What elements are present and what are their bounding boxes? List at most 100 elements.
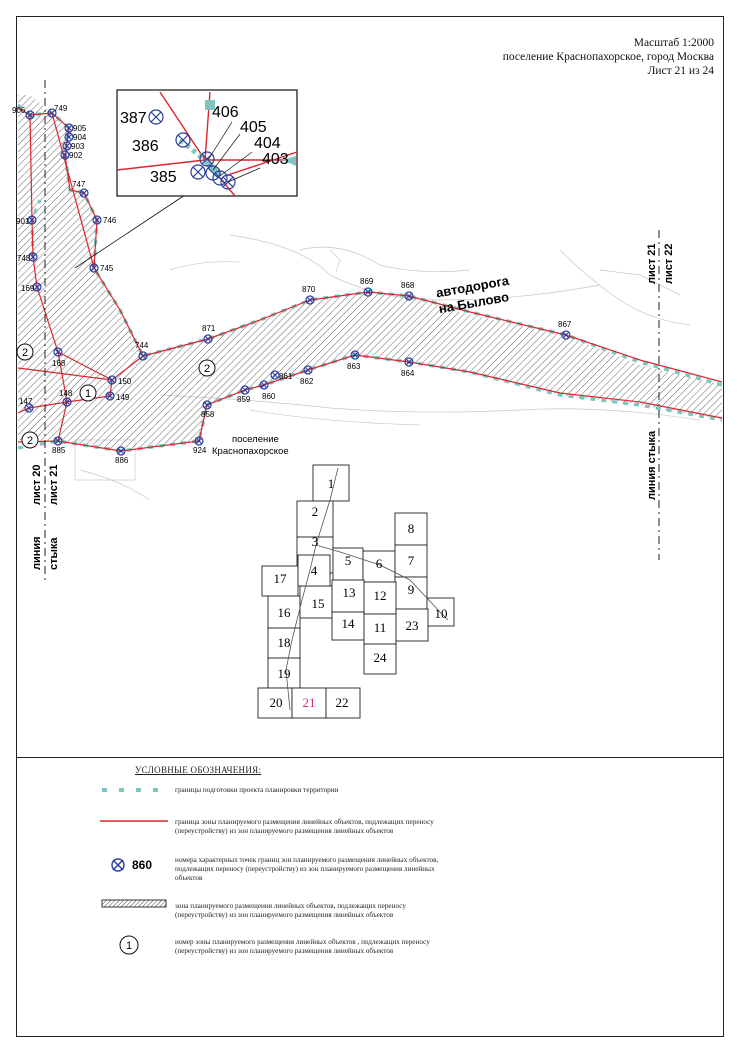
point-label: 868: [401, 281, 415, 290]
point-label: 169: [21, 284, 35, 293]
sheet-index-route: [285, 467, 449, 711]
boundary-point-864: 864: [401, 357, 415, 378]
place-label: поселение Краснопахорское, город Москва: [502, 51, 714, 63]
right-sheet-a: лист 21: [646, 243, 658, 284]
point-label: 903: [71, 142, 85, 151]
boundary-point-147: 147: [19, 397, 34, 413]
boundary-point-747: 747: [72, 180, 89, 198]
sheet-index-cell-6: 6: [376, 556, 383, 571]
point-label: 869: [360, 277, 374, 286]
inset-label-387: 387: [120, 110, 147, 127]
boundary-point-886: 886: [115, 446, 129, 465]
sheet-index-cell-20: 20: [270, 695, 283, 710]
sheet-index-cell-12: 12: [374, 588, 387, 603]
point-label: 901: [16, 217, 30, 226]
sheet-index: [257, 464, 455, 719]
point-label: 749: [54, 104, 68, 113]
legend-separator: [17, 757, 723, 758]
point-label: 885: [52, 446, 66, 455]
boundary-point-150: 150: [107, 375, 132, 386]
point-label: 747: [72, 180, 86, 189]
point-label: 864: [401, 369, 415, 378]
boundary-point-168: 168: [52, 347, 66, 368]
right-sheet-labels: лист 21 лист 22 линия стыка: [646, 243, 675, 500]
boundary-point-906: 906: [12, 106, 35, 120]
point-label: 149: [116, 393, 130, 402]
inset-label-403: 403: [262, 151, 289, 168]
sheet-label: Лист 21 из 24: [647, 65, 714, 77]
sheet-index-cell-13: 13: [343, 585, 356, 600]
boundary-point-863: 863: [347, 350, 361, 371]
point-label: 858: [201, 410, 215, 419]
legend-item-2: граница зоны планируемого размещения лин…: [175, 818, 434, 835]
sheet-index-cell-21: 21: [303, 695, 316, 710]
left-sheet-a: лист 20: [31, 464, 43, 505]
sheet-index-cell-10: 10: [435, 606, 448, 621]
left-join-1: линия: [31, 536, 43, 570]
boundary-point-867: 867: [558, 320, 572, 340]
sheet-index-cell-8: 8: [408, 521, 415, 536]
sheet-index-cell-15: 15: [312, 596, 325, 611]
left-sheet-b: лист 21: [48, 464, 60, 505]
inset-label-385: 385: [150, 169, 177, 186]
sheet-index-cell-16: 16: [278, 605, 292, 620]
boundary-point-902: 902: [60, 150, 83, 160]
point-label: 746: [103, 216, 117, 225]
road-label: автодорога на Былово: [435, 273, 511, 316]
boundary-point-904: 904: [64, 132, 87, 142]
legend-item-3: номера характерных точек границ зон план…: [175, 856, 439, 882]
boundary-point-903: 903: [62, 141, 85, 151]
sheet-index-cell-2: 2: [312, 504, 319, 519]
sheet-index-cell-22: 22: [336, 695, 349, 710]
sheet-frame: [16, 16, 724, 1037]
point-label: 744: [135, 341, 149, 350]
boundary-point-745: 745: [89, 263, 114, 273]
point-label: 924: [193, 446, 207, 455]
inset-label-404: 404: [254, 135, 281, 152]
title-block: Масштаб 1:2000 поселение Краснопахорское…: [503, 36, 714, 78]
sheet-join-lines: [44, 80, 660, 580]
right-join: линия стыка: [646, 430, 658, 500]
point-label: 862: [300, 377, 314, 386]
zone-number-label: 1: [85, 388, 91, 400]
boundary-point-149: 149: [105, 391, 130, 402]
legend-point-number: 860: [132, 858, 152, 872]
boundary-point-169: 169: [21, 282, 42, 293]
zone-number-labels: 2 1 2 2: [22, 347, 210, 447]
sheet-index-cell-9: 9: [408, 582, 415, 597]
boundary-point-858: 858: [201, 400, 215, 419]
legend-symbol-project-boundary: [102, 788, 168, 792]
zone-number-label: 2: [204, 363, 210, 375]
point-label: 871: [202, 324, 216, 333]
point-label: 147: [19, 397, 33, 406]
boundary-point-746: 746: [92, 215, 117, 225]
point-label: 168: [52, 359, 66, 368]
zone-number-label: 2: [27, 435, 33, 447]
zone-number-label: 2: [22, 347, 28, 359]
point-label: 870: [302, 285, 316, 294]
boundary-point-885: 885: [52, 436, 66, 455]
right-sheet-b: лист 22: [663, 243, 675, 284]
boundary-point-749: 749: [47, 104, 68, 118]
legend-symbol-zone-number: 1: [119, 935, 139, 955]
left-sheet-labels: лист 20 лист 21 линия стыка: [31, 464, 60, 570]
point-label: 748: [17, 254, 31, 263]
legend-item-4: зона планируемого размещения линейных об…: [175, 902, 406, 919]
point-label: 859: [237, 395, 251, 404]
boundary-point-861: 861: [270, 370, 293, 381]
point-label: 863: [347, 362, 361, 371]
inset-label-386: 386: [132, 138, 159, 155]
boundary-point-148: 148: [59, 389, 73, 407]
inset-label-406: 406: [212, 104, 239, 121]
inset-label-405: 405: [240, 119, 267, 136]
scale-label: Масштаб 1:2000: [633, 37, 714, 49]
sheet-index-cell-5: 5: [345, 553, 352, 568]
background-topography: [74, 234, 701, 501]
boundary-point-905: 905: [64, 123, 87, 133]
zone-numbers: [16, 343, 216, 449]
sheet-index-cell-7: 7: [408, 553, 415, 568]
inset-leader: [74, 194, 186, 269]
legend-symbol-hatched-zone: [101, 899, 167, 908]
